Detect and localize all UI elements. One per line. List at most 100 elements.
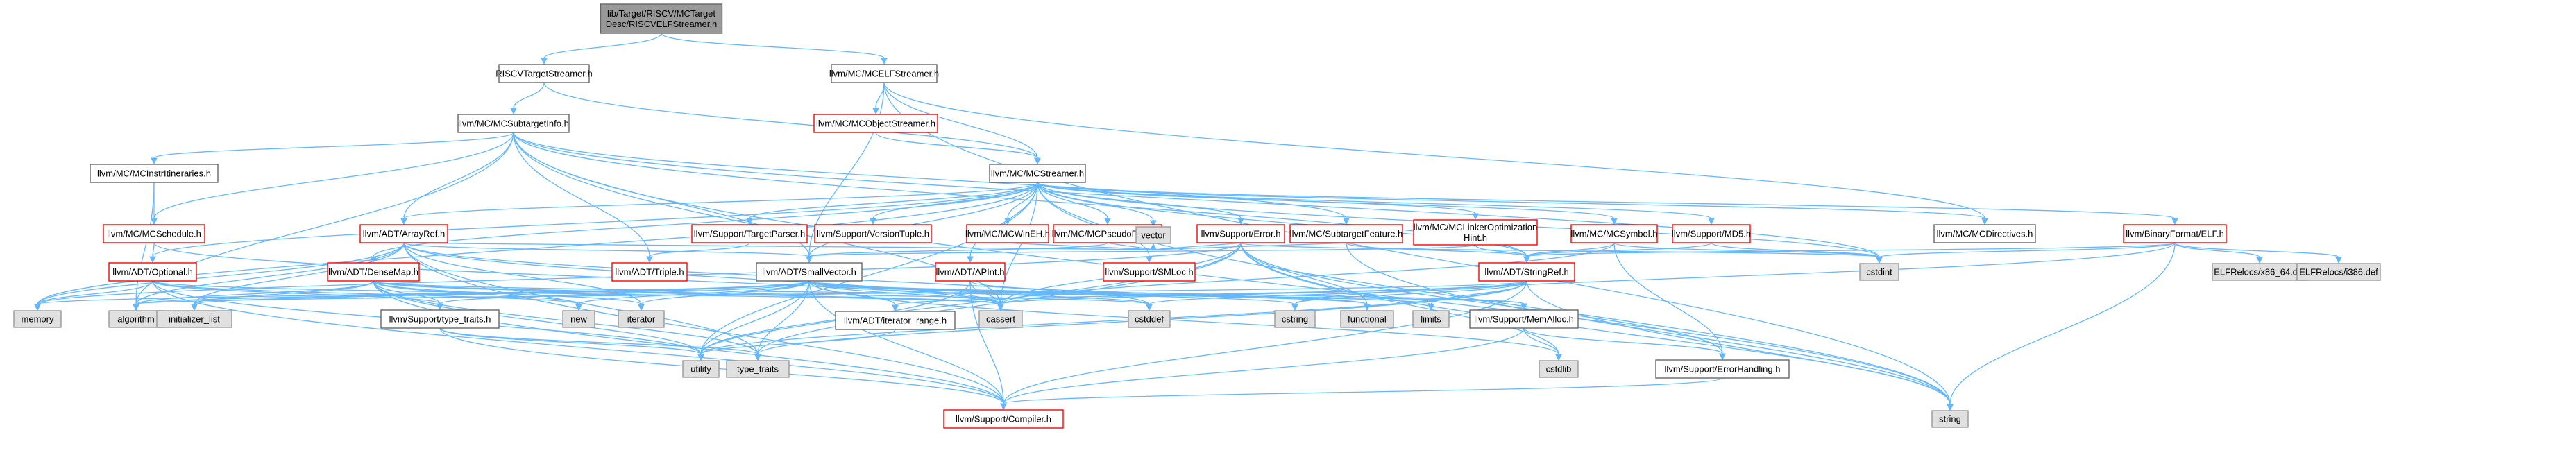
node-box	[1412, 310, 1450, 328]
node-vtuple[interactable]: llvm/Support/VersionTuple.h	[814, 224, 932, 243]
node-box	[966, 224, 1049, 243]
node-triple[interactable]: llvm/ADT/Triple.h	[611, 262, 688, 282]
node-mcwineh[interactable]: llvm/MC/MCWinEH.h	[965, 224, 1050, 243]
edge-smallvec-to-memory	[34, 280, 810, 311]
node-cstddef: cstddef	[1128, 310, 1171, 328]
node-label: cstdlib	[1546, 364, 1572, 375]
edge-typetraits_h-to-type_traits	[439, 327, 761, 361]
node-initlist: initializer_list	[156, 310, 232, 328]
node-label: cassert	[986, 314, 1015, 325]
edge-iterrange-to-utility	[697, 329, 896, 361]
node-mcinstrit[interactable]: llvm/MC/MCInstrItineraries.h	[90, 164, 219, 183]
node-label: string	[1939, 414, 1961, 424]
edge-stringref-to-cstddef	[1146, 280, 1527, 311]
node-functional: functional	[1340, 310, 1394, 328]
node-elf_x86_64: ELFRelocs/x86_64.def	[2212, 263, 2307, 281]
node-mcsymbol[interactable]: llvm/MC/MCSymbol.h	[1570, 224, 1658, 243]
edge-binelf-to-elf_i386	[2174, 242, 2342, 264]
node-label: RISCVTargetStreamer.h	[495, 69, 592, 79]
node-box	[1128, 310, 1171, 328]
node-box	[1413, 219, 1538, 246]
edge-riscvts-to-mcsti	[510, 82, 545, 115]
node-mcstreamer[interactable]: llvm/MC/MCStreamer.h	[989, 164, 1086, 183]
node-box	[726, 360, 790, 378]
node-box	[1931, 410, 1969, 428]
edge-stringref-to-cstring	[1291, 280, 1527, 311]
node-error[interactable]: llvm/Support/Error.h	[1196, 224, 1285, 243]
edge-stringref-to-cassert	[997, 280, 1527, 311]
edge-mcstreamer-to-mcsymbol	[1037, 182, 1618, 225]
node-smloc[interactable]: llvm/Support/SMLoc.h	[1103, 262, 1196, 282]
node-box	[2212, 263, 2307, 281]
node-mcsched[interactable]: llvm/MC/MCSchedule.h	[103, 224, 205, 243]
node-label: cstring	[1282, 314, 1308, 325]
edge-mclinker-to-smallvec	[806, 244, 1476, 264]
node-iterator: iterator	[618, 310, 665, 328]
node-mcdirs[interactable]: llvm/MC/MCDirectives.h	[1933, 224, 2036, 243]
node-label: llvm/BinaryFormat/ELF.h	[2126, 229, 2224, 239]
node-label: algorithm	[117, 314, 154, 325]
node-apint[interactable]: llvm/ADT/APInt.h	[935, 262, 1006, 282]
node-optional[interactable]: llvm/ADT/Optional.h	[108, 262, 197, 282]
edge-root-to-mcelfs	[661, 33, 888, 65]
node-label: ELFRelocs/i386.def	[2299, 267, 2378, 277]
node-box	[1196, 224, 1285, 243]
edge-smallvec-to-iterator	[638, 280, 810, 311]
node-box	[756, 262, 863, 282]
node-label: Desc/RISCVELFStreamer.h	[606, 19, 717, 29]
node-label: llvm/ADT/iterator_range.h	[844, 316, 947, 326]
edge-mcobjs-to-mcstreamer	[875, 132, 1041, 165]
node-errhandling[interactable]: llvm/Support/ErrorHandling.h	[1655, 359, 1790, 379]
edge-arrayref-to-cassert	[403, 242, 1004, 311]
node-mcsti[interactable]: llvm/MC/MCSubtargetInfo.h	[457, 114, 570, 133]
node-label: llvm/MC/MCSubtargetInfo.h	[458, 119, 569, 129]
node-box	[600, 3, 723, 34]
node-mcelfs[interactable]: llvm/MC/MCELFStreamer.h	[829, 64, 939, 83]
edge-mcelfs-to-string	[883, 82, 1954, 411]
node-elf_i386: ELFRelocs/i386.def	[2296, 263, 2381, 281]
node-box	[457, 114, 570, 133]
node-mcobjs[interactable]: llvm/MC/MCObjectStreamer.h	[813, 114, 938, 133]
node-md5[interactable]: llvm/Support/MD5.h	[1672, 224, 1751, 243]
node-tparser[interactable]: llvm/Support/TargetParser.h	[691, 224, 808, 243]
node-box	[498, 64, 590, 83]
node-memalloc[interactable]: llvm/Support/MemAlloc.h	[1469, 309, 1579, 329]
node-label: llvm/MC/MCDirectives.h	[1937, 229, 2033, 239]
edge-error-to-type_traits	[754, 242, 1242, 361]
edge-mcelfs-to-mcobjs	[872, 82, 885, 115]
node-label: Hint.h	[1464, 232, 1487, 243]
node-label: llvm/MC/MCWinEH.h	[965, 229, 1050, 239]
edge-mcstreamer-to-optional	[149, 182, 1038, 264]
node-box	[1340, 310, 1394, 328]
node-box	[1103, 262, 1196, 282]
node-typetraits_h[interactable]: llvm/Support/type_traits.h	[380, 309, 500, 329]
node-iterrange[interactable]: llvm/ADT/iterator_range.h	[835, 311, 956, 330]
node-stringref[interactable]: llvm/ADT/StringRef.h	[1478, 262, 1575, 282]
node-compiler[interactable]: llvm/Support/Compiler.h	[943, 409, 1064, 429]
edge-memalloc-to-compiler	[1000, 327, 1525, 411]
node-box	[682, 360, 720, 378]
node-box	[1274, 310, 1316, 328]
node-label: llvm/ADT/DenseMap.h	[328, 267, 418, 277]
node-label: llvm/Support/MemAlloc.h	[1474, 314, 1574, 325]
node-smallvec[interactable]: llvm/ADT/SmallVector.h	[756, 262, 863, 282]
edge-subfeat-to-vector	[1150, 242, 1347, 250]
edge-mcstreamer-to-binelf	[1037, 182, 2178, 225]
node-riscvts[interactable]: RISCVTargetStreamer.h	[495, 64, 593, 83]
edge-errhandling-to-compiler	[1000, 377, 1723, 411]
node-memory: memory	[13, 310, 62, 328]
node-label: llvm/MC/MCStreamer.h	[991, 169, 1084, 179]
node-subfeat[interactable]: llvm/MC/SubtargetFeature.h	[1289, 224, 1403, 243]
node-densemap[interactable]: llvm/ADT/DenseMap.h	[327, 262, 420, 282]
edge-smallvec-to-typetraits_h	[437, 280, 810, 311]
node-arrayref[interactable]: llvm/ADT/ArrayRef.h	[359, 224, 448, 243]
node-label: limits	[1421, 314, 1441, 325]
node-box	[13, 310, 62, 328]
node-binelf[interactable]: llvm/BinaryFormat/ELF.h	[2123, 224, 2227, 243]
node-root[interactable]: lib/Target/RISCV/MCTargetDesc/RISCVELFSt…	[600, 3, 723, 34]
node-label: llvm/ADT/Triple.h	[615, 267, 684, 277]
edge-mcstreamer-to-md5	[1037, 182, 1715, 225]
node-box	[978, 310, 1023, 328]
